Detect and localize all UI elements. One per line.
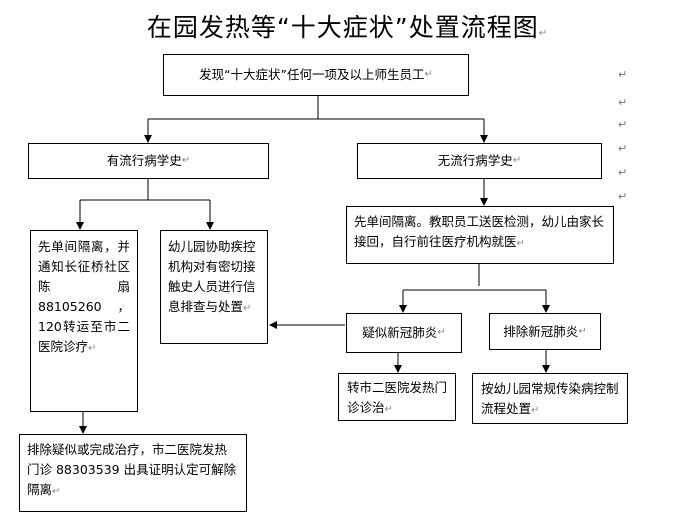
paragraph-mark: ↵ (531, 405, 540, 416)
paragraph-mark: ↵ (384, 404, 393, 415)
paragraph-mark: ↵ (618, 68, 628, 81)
paragraph-mark: ↵ (512, 155, 522, 166)
release-isolation-box: 排除疑似或完成治疗，市二医院发热门诊 88303539 出具证明认定可解除隔离↵ (19, 434, 247, 512)
paragraph-mark: ↵ (618, 190, 628, 203)
paragraph-mark: ↵ (181, 155, 191, 166)
paragraph-mark: ↵ (243, 303, 252, 314)
isolate-notify-box: 先单间隔离，并通知长征桥社区陈扇88105260，120转运至市二医院诊疗↵ (30, 230, 138, 412)
isolate-staff-box: 先单间隔离。教职员工送医检测，幼儿由家长接回，自行前往医疗机构就医↵ (346, 206, 614, 264)
paragraph-mark: ↵ (618, 118, 628, 131)
paragraph-mark: ↵ (618, 166, 628, 179)
transfer-fever-clinic-box: 转市二医院发热门诊诊治↵ (338, 373, 456, 421)
paragraph-mark: ↵ (538, 28, 549, 39)
start-box: 发现“十大症状”任何一项及以上师生员工↵ (163, 54, 469, 96)
page-title: 在园发热等“十大症状”处置流程图↵ (146, 13, 549, 42)
paragraph-mark: ↵ (437, 327, 446, 338)
paragraph-mark: ↵ (618, 142, 628, 155)
no-history-box: 无流行病学史↵ (357, 143, 602, 179)
paragraph-mark: ↵ (88, 343, 97, 354)
excluded-box: 排除新冠肺炎↵ (489, 313, 601, 350)
paragraph-mark: ↵ (424, 69, 433, 80)
paragraph-mark: ↵ (52, 486, 61, 497)
paragraph-mark: ↵ (516, 238, 525, 249)
routine-procedure-box: 按幼儿园常规传染病控制流程处置↵ (472, 373, 628, 424)
paragraph-mark: ↵ (618, 96, 628, 109)
has-history-box: 有流行病学史↵ (28, 143, 269, 179)
paragraph-mark: ↵ (578, 325, 587, 337)
suspected-box: 疑似新冠肺炎↵ (346, 313, 462, 353)
kindergarten-assist-box: 幼儿园协助疾控机构对有密切接触史人员进行信息排查与处置↵ (160, 230, 268, 344)
